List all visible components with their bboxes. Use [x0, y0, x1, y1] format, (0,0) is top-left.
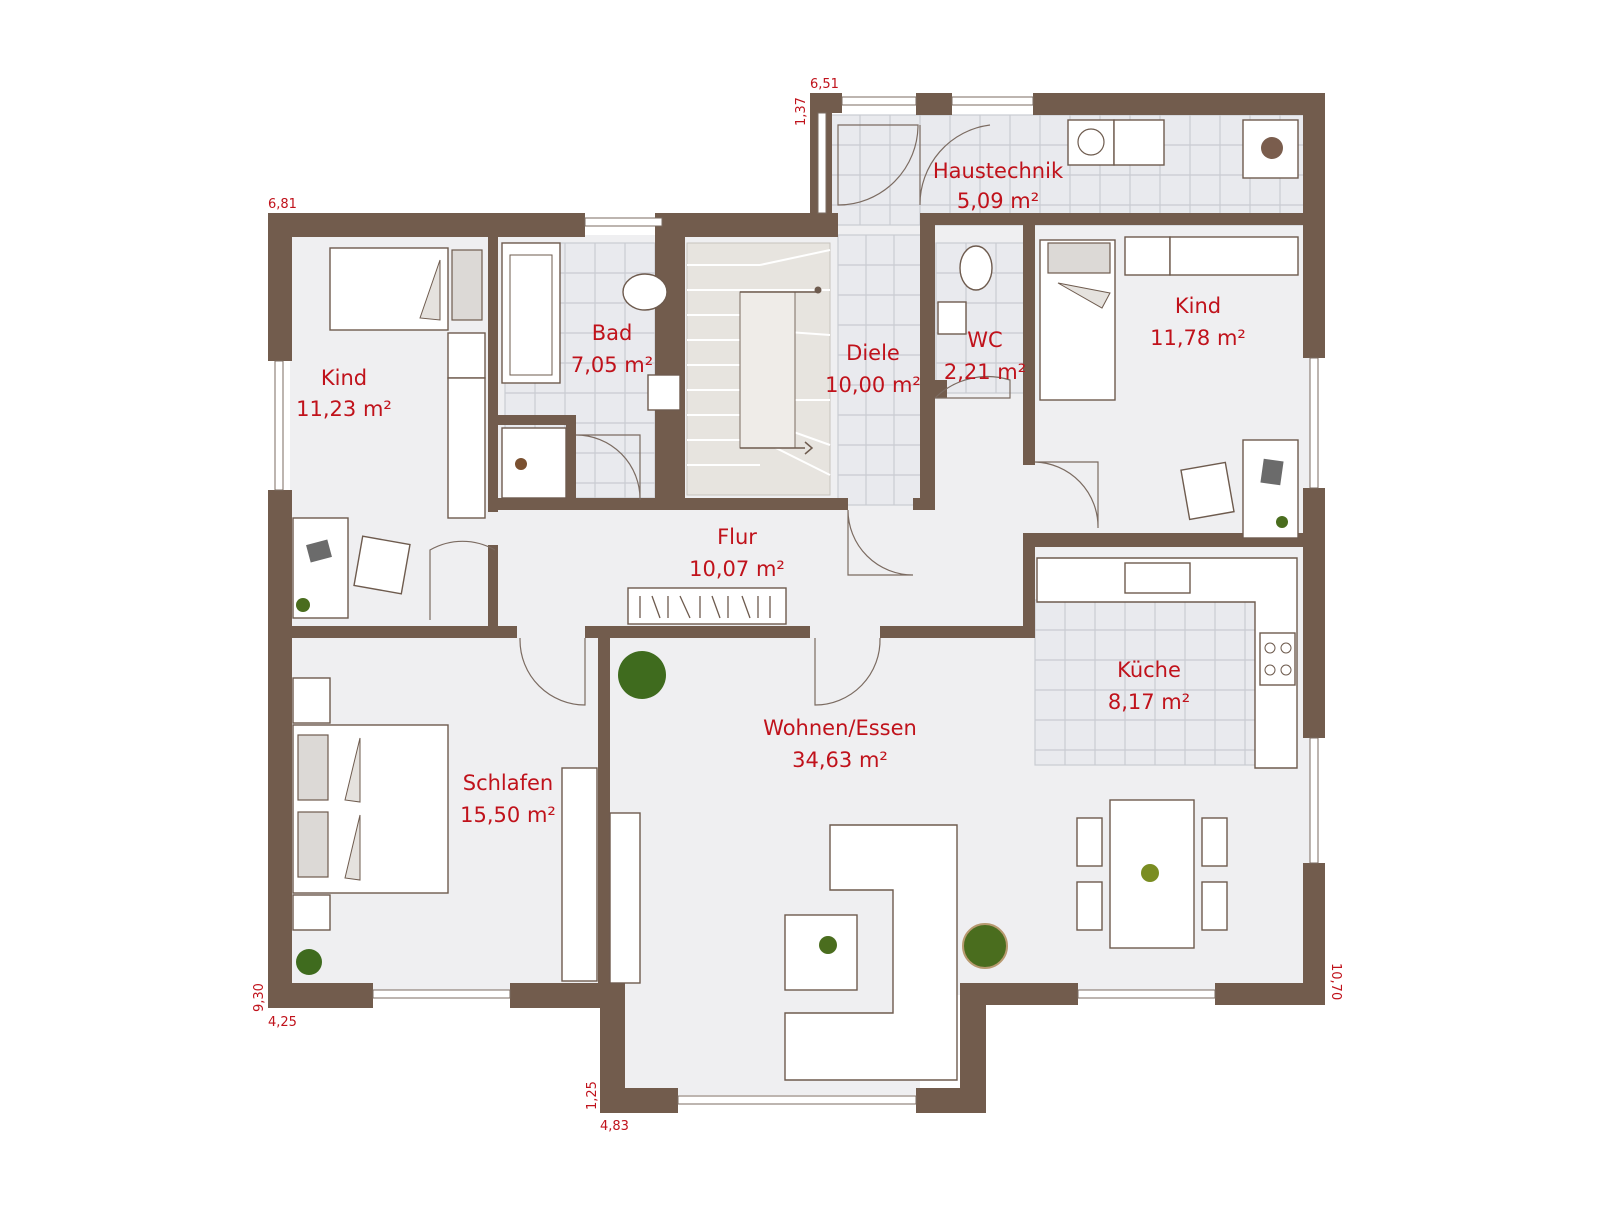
- dimension-top-entry-depth: 1,37: [794, 97, 809, 126]
- room-area-kueche: 8,17 m²: [1108, 690, 1190, 714]
- windows: [274, 96, 1319, 1105]
- room-area-bad: 7,05 m²: [571, 353, 653, 377]
- dimension-right-height: 10,70: [1328, 963, 1343, 1000]
- dimension-left-bottom-height: 9,30: [252, 983, 267, 1012]
- haustechnik-appliances: [1067, 119, 1299, 179]
- room-label-flur: Flur: [717, 525, 757, 549]
- room-label-wc: WC: [967, 328, 1002, 352]
- room-label-kueche: Küche: [1117, 658, 1181, 682]
- dimension-left-bottom-width: 4,25: [268, 1015, 297, 1030]
- room-label-kind-right: Kind: [1175, 294, 1221, 318]
- room-area-diele: 10,00 m²: [825, 373, 921, 397]
- room-area-schlafen: 15,50 m²: [460, 803, 556, 827]
- room-area-kind-right: 11,78 m²: [1150, 326, 1246, 350]
- dimension-top-entry-width: 6,51: [810, 77, 839, 92]
- wc-fixtures: [937, 245, 993, 335]
- kueche-tiles: [1034, 599, 1261, 766]
- dimension-bottom-bay-depth: 1,25: [585, 1081, 600, 1110]
- flur-wardrobe: [627, 587, 787, 625]
- room-label-haustechnik: Haustechnik: [933, 159, 1064, 183]
- dimension-left-top-width: 6,81: [268, 197, 297, 212]
- room-area-wohnen-essen: 34,63 m²: [792, 748, 888, 772]
- dimension-labels: 6,51 1,37 6,81 9,30 4,25 1,25 4,83 10,70: [252, 77, 1343, 1134]
- doors: [429, 124, 1099, 706]
- bad-fixtures: [501, 242, 681, 499]
- room-labels: Haustechnik 5,09 m² Kind 11,23 m² Bad 7,…: [296, 159, 1246, 827]
- room-area-kind-left: 11,23 m²: [296, 397, 392, 421]
- room-area-flur: 10,07 m²: [689, 557, 785, 581]
- staircase: [686, 242, 831, 496]
- kind-right-furniture: [1039, 236, 1299, 539]
- room-label-bad: Bad: [592, 321, 633, 345]
- dimension-bottom-bay-width: 4,83: [600, 1119, 629, 1134]
- furniture: [292, 119, 1299, 1081]
- room-label-schlafen: Schlafen: [463, 771, 554, 795]
- wohnen-furniture: [609, 651, 1228, 1081]
- kind-left-furniture: [292, 247, 486, 619]
- walls: [268, 93, 1325, 1113]
- room-label-diele: Diele: [846, 341, 900, 365]
- room-label-wohnen-essen: Wohnen/Essen: [763, 716, 917, 740]
- room-area-wc: 2,21 m²: [944, 360, 1026, 384]
- room-label-kind-left: Kind: [321, 366, 367, 390]
- schlafen-furniture: [292, 677, 598, 982]
- kueche-furniture: [1036, 557, 1298, 769]
- heating-flame-icon: [1261, 137, 1283, 159]
- room-area-haustechnik: 5,09 m²: [957, 189, 1039, 213]
- diele-tiles: [837, 234, 924, 506]
